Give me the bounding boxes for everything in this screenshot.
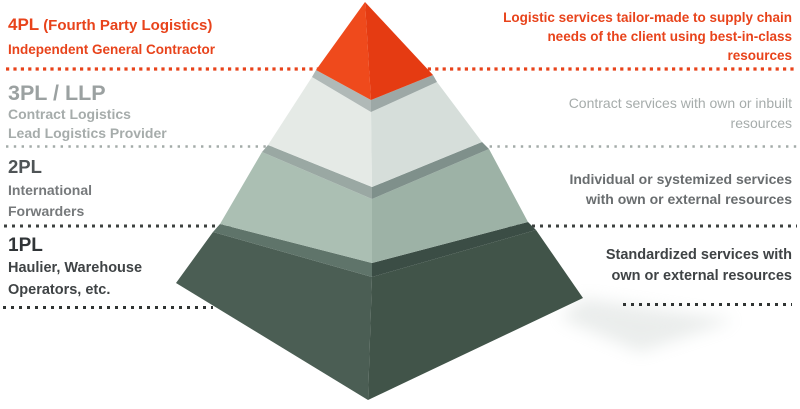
level-3pl-sublabel-line2: Lead Logistics Provider [8, 125, 167, 141]
level-4pl-label: 4PL(Fourth Party Logistics) [8, 14, 212, 37]
level-1pl-sublabel-line1: Haulier, Warehouse [8, 260, 143, 276]
level-2pl-label: 2PL [8, 156, 42, 177]
pyramid-2pl-rim-right [372, 142, 489, 199]
level-4pl-name-suffix: (Fourth Party Logistics) [43, 17, 213, 34]
level-2pl-sublabel-line1: International [8, 182, 93, 198]
pyramid-2pl-rim-left [262, 145, 372, 199]
pyramid-1pl-rim-left [213, 224, 372, 277]
pyramid-3pl-right-face [371, 82, 482, 187]
pyramid-1pl-left-face [176, 232, 372, 400]
pyramid-3pl-left-face [268, 77, 372, 187]
level-4pl-name: 4PL [8, 15, 40, 34]
pyramid-2pl-right-face [372, 149, 528, 263]
level-1pl-description-line1: Standardized services with [605, 247, 792, 263]
level-4pl-description-line1: Logistic services tailor-made to supply … [503, 10, 792, 25]
pyramid-1pl-rim-right [372, 222, 536, 277]
level-4pl-description-line2: needs of the client using best-in-class [547, 29, 792, 44]
pyramid-4pl-left-face [316, 2, 371, 100]
level-2pl-description-line2: with own or external resources [585, 191, 792, 207]
pyramid-3pl-rim-right [371, 75, 437, 112]
level-4pl-sublabel: Independent General Contractor [8, 42, 216, 57]
level-3pl-sublabel-line1: Contract Logistics [8, 106, 131, 122]
level-4pl-description-line3: resources [727, 48, 792, 63]
pyramid-1pl-right-face [368, 230, 583, 400]
level-2pl-sublabel-line2: Forwarders [8, 203, 85, 219]
level-3pl-description-line2: resources [730, 115, 792, 131]
level-3pl-description-line1: Contract services with own or inbuilt [568, 95, 792, 111]
pyramid-4pl-right-face [365, 2, 433, 100]
pyramid-2pl-left-face [220, 152, 372, 263]
level-1pl-label: 1PL [8, 235, 43, 256]
level-3pl-label: 3PL / LLP [8, 81, 106, 105]
pyramid-drop-shadow [560, 298, 735, 352]
pyramid-3pl-rim-left [312, 70, 371, 112]
level-1pl-sublabel-line2: Operators, etc. [8, 282, 111, 298]
level-2pl-description-line1: Individual or systemized services [569, 171, 792, 187]
level-1pl-description-line2: own or external resources [611, 268, 792, 284]
